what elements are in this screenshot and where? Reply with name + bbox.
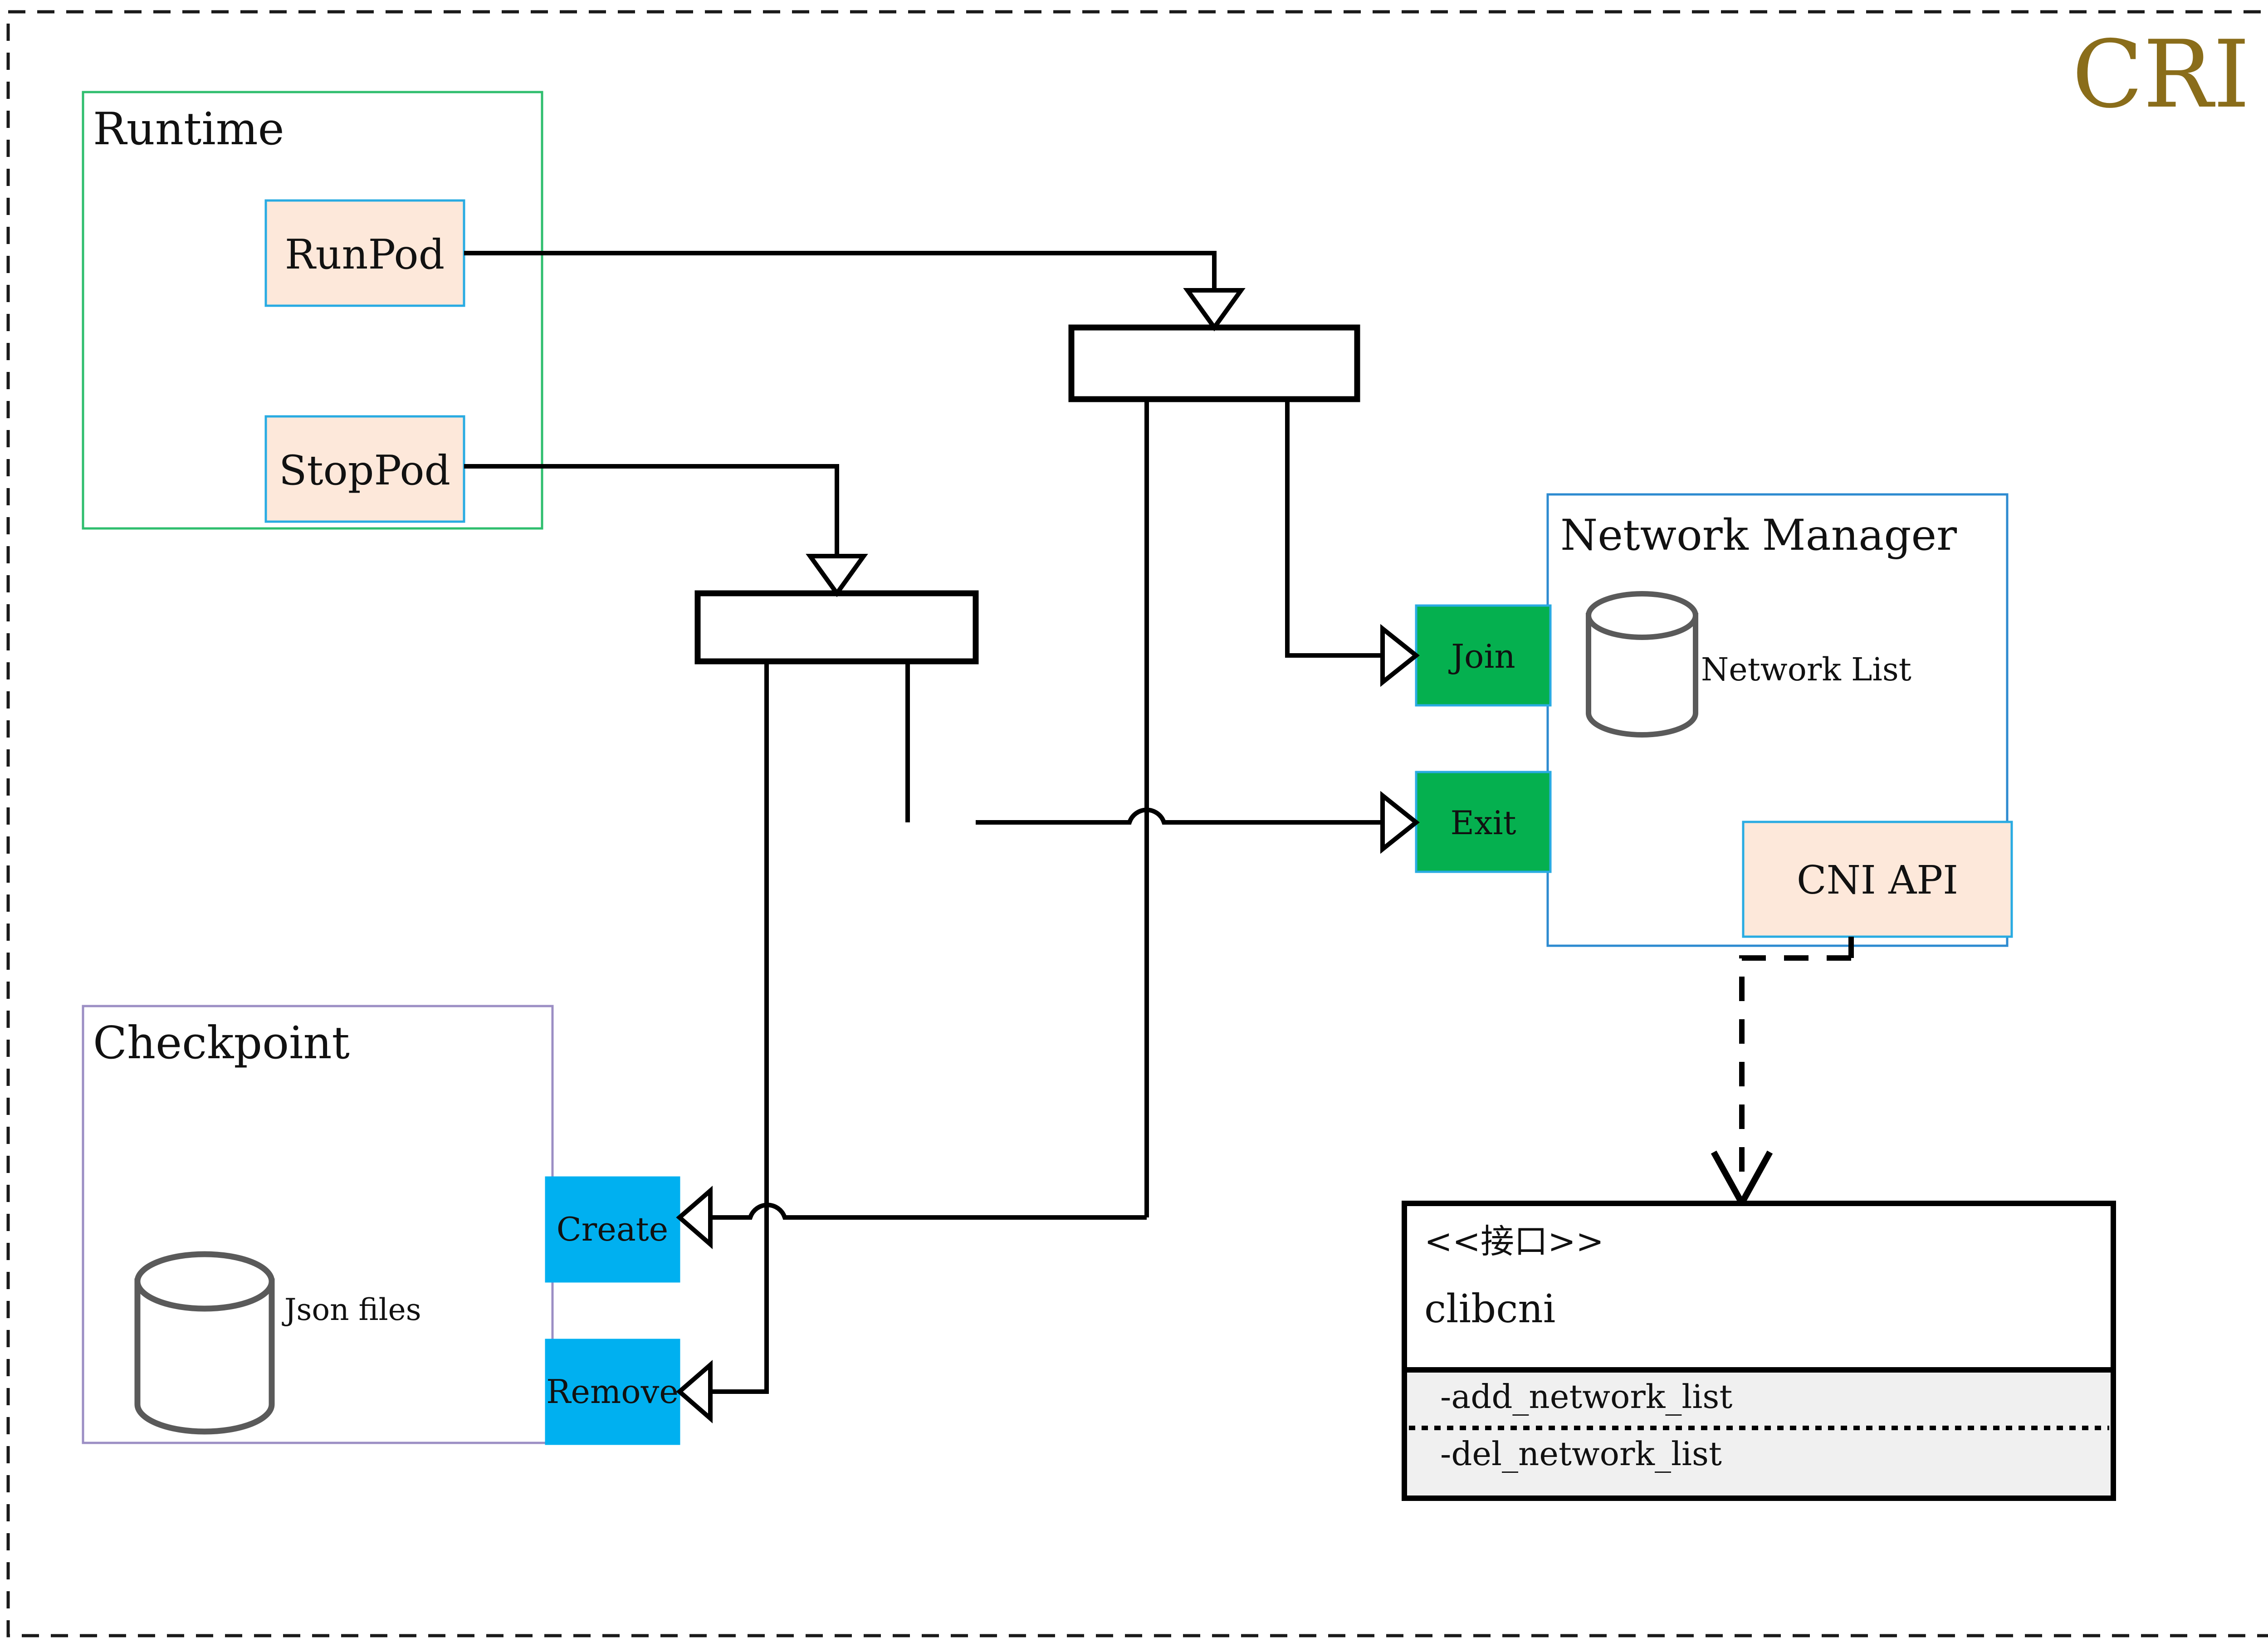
arrowhead-to-exit [1380, 791, 1420, 854]
arrowhead-to-remove [676, 1360, 713, 1423]
network-action-exit[interactable] [1415, 771, 1552, 873]
operation-cni-api[interactable] [1742, 821, 2013, 938]
arrowhead-runpod-to-fork-top [1183, 288, 1246, 332]
group-runtime [82, 91, 543, 530]
group-network-manager-label: Network Manager [1560, 511, 1957, 560]
interface-stereotype: <<接口>> [1424, 1222, 1604, 1261]
checkpoint-action-create-label: Create [557, 1210, 669, 1248]
fork-bar-top [1068, 324, 1360, 402]
group-runtime-label: Runtime [93, 103, 284, 155]
group-checkpoint-label: Checkpoint [93, 1017, 350, 1069]
checkpoint-action-remove[interactable] [545, 1339, 680, 1445]
operation-stoppod[interactable] [264, 415, 465, 523]
connector-stoppod-to-fork-bottom [464, 464, 839, 572]
connector-fork-bottom-to-remove [710, 661, 769, 1394]
arrowhead-to-create [676, 1186, 713, 1249]
page-title: CRI [2072, 21, 2250, 129]
outer-frame [6, 10, 2268, 1637]
connector-runpod-to-fork-top [464, 251, 1217, 307]
connector-layer [464, 251, 1420, 1423]
interface-name: clibcni [1424, 1286, 1555, 1332]
connector-exit-horizontal [976, 807, 1383, 825]
operation-stoppod-label: StopPod [279, 447, 450, 494]
arrowhead-to-join [1380, 624, 1420, 687]
datastore-json-files-label: Json files [282, 1292, 421, 1327]
interface-method-0: -add_network_list [1440, 1378, 1732, 1416]
network-action-exit-label: Exit [1450, 804, 1516, 842]
checkpoint-action-remove-label: Remove [546, 1373, 679, 1411]
interface-methods-compartment [1402, 1367, 2116, 1501]
arrowhead-stoppod-to-fork-bottom [806, 554, 868, 597]
connector-cni-dashed [1739, 955, 1851, 1182]
operation-runpod-label: RunPod [285, 231, 445, 279]
datastore-network-list-icon [1586, 591, 1698, 738]
fork-bar-bottom [694, 590, 979, 665]
connector-cni-to-clibcni [1711, 937, 1854, 1210]
network-action-join-label: Join [1448, 637, 1515, 675]
datastore-network-list-label: Network List [1701, 651, 1911, 688]
datastore-json-files-icon [134, 1251, 275, 1435]
operation-cni-api-label: CNI API [1797, 858, 1958, 903]
operation-runpod[interactable] [264, 199, 465, 307]
interface-method-1: -del_network_list [1440, 1435, 1722, 1473]
checkpoint-action-create[interactable] [545, 1176, 680, 1283]
connector-trunk-to-create [710, 1202, 1147, 1220]
connector-fork-top-to-join [1285, 399, 1383, 658]
